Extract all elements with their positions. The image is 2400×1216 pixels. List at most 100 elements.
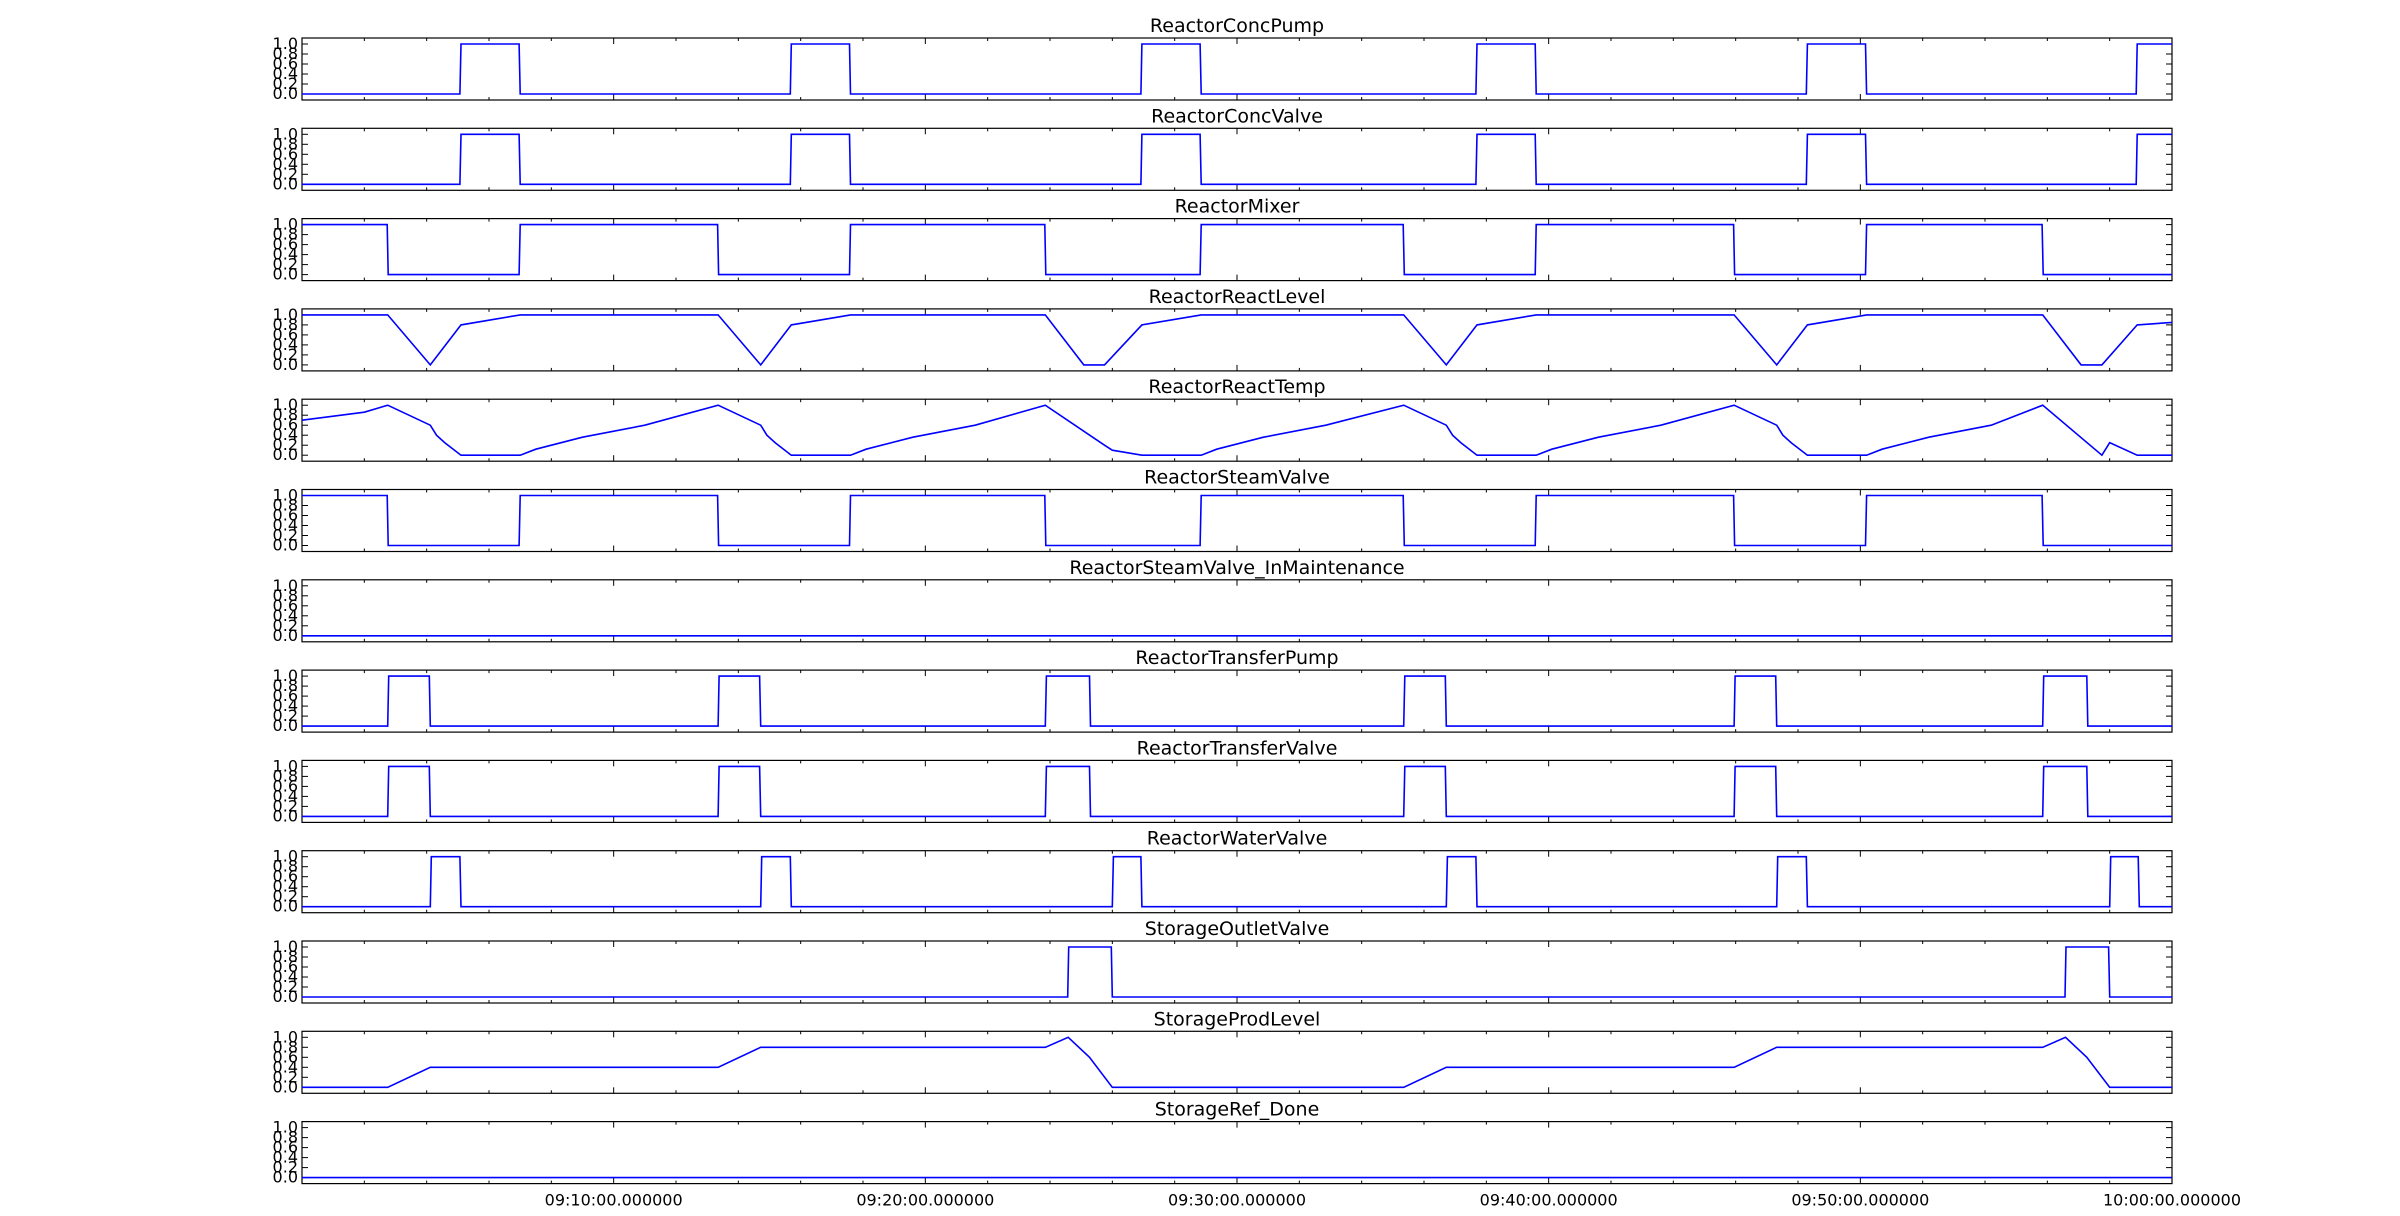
y-tick-label: 0.2 — [273, 977, 298, 996]
y-tick-label: 0.4 — [273, 606, 298, 625]
series-line — [302, 946, 2172, 998]
y-tick-label: 0.6 — [273, 957, 298, 976]
panel-frame — [301, 1120, 2173, 1185]
panel-frame — [301, 127, 2173, 191]
panel-frame — [301, 488, 2173, 553]
panel-title: ReactorReactLevel — [1149, 286, 1326, 308]
y-tick-label: 0.8 — [273, 766, 298, 785]
panel-title: ReactorReactTemp — [1148, 376, 1325, 398]
y-tick-label: 0.6 — [273, 54, 298, 73]
x-tick-label: 09:10:00.000000 — [545, 1191, 683, 1210]
y-tick-label: 0.8 — [273, 134, 298, 153]
y-tick-label: 0.4 — [273, 696, 298, 715]
y-tick-label: 0.2 — [273, 345, 298, 364]
y-tick-label: 0.2 — [273, 435, 298, 454]
panel-title: ReactorTransferPump — [1135, 647, 1338, 669]
y-tick-label: 0.2 — [273, 796, 298, 815]
y-tick-label: 0.4 — [273, 1148, 298, 1167]
y-tick-label: 0.6 — [273, 415, 298, 434]
panel-frame — [301, 579, 2173, 643]
y-tick-label: 0.6 — [273, 596, 298, 615]
panel-title: ReactorSteamValve — [1144, 467, 1330, 489]
y-tick-label: 0.0 — [273, 806, 298, 825]
series-line — [302, 494, 2172, 547]
y-tick-label: 0.8 — [273, 1128, 298, 1147]
x-tick-label: 09:50:00.000000 — [1791, 1191, 1929, 1210]
y-tick-label: 1.0 — [273, 576, 298, 595]
y-tick-label: 0.4 — [273, 425, 298, 444]
y-tick-label: 0.0 — [273, 987, 298, 1006]
y-tick-label: 0.8 — [273, 857, 298, 876]
y-tick-label: 0.4 — [273, 967, 298, 986]
y-tick-label: 0.2 — [273, 164, 298, 183]
panel-frame — [301, 940, 2173, 1004]
y-tick-label: 1.0 — [273, 486, 298, 505]
y-tick-label: 0.0 — [273, 445, 298, 464]
y-tick-label: 0.0 — [273, 84, 298, 103]
y-tick-label: 1.0 — [273, 756, 298, 775]
panel-frame — [301, 218, 2173, 282]
panel-title: ReactorTransferValve — [1137, 737, 1338, 759]
y-tick-label: 1.0 — [273, 847, 298, 866]
y-tick-label: 0.4 — [273, 516, 298, 535]
y-tick-label: 0.4 — [273, 786, 298, 805]
y-tick-label: 0.4 — [273, 64, 298, 83]
y-tick-label: 0.4 — [273, 1057, 298, 1076]
y-tick-label: 0.6 — [273, 1138, 298, 1157]
y-tick-label: 0.2 — [273, 616, 298, 635]
y-tick-label: 0.0 — [273, 536, 298, 555]
y-tick-label: 0.2 — [273, 706, 298, 725]
y-tick-label: 0.8 — [273, 1037, 298, 1056]
panel-frame — [301, 1030, 2173, 1094]
y-tick-label: 0.6 — [273, 506, 298, 525]
y-tick-label: 0.8 — [273, 405, 298, 424]
y-tick-label: 0.8 — [273, 496, 298, 515]
series-line — [302, 1036, 2172, 1089]
y-tick-label: 0.0 — [273, 174, 298, 193]
y-tick-label: 0.8 — [273, 225, 298, 244]
y-tick-label: 1.0 — [273, 215, 298, 234]
panel-title: ReactorWaterValve — [1147, 828, 1328, 850]
y-tick-label: 1.0 — [273, 34, 298, 53]
y-tick-label: 0.0 — [273, 265, 298, 284]
y-tick-label: 0.2 — [273, 1067, 298, 1086]
series-line — [302, 855, 2172, 908]
y-tick-label: 0.0 — [273, 1168, 298, 1187]
series-line — [301, 404, 2172, 457]
y-tick-label: 0.4 — [273, 154, 298, 173]
y-tick-label: 0.4 — [273, 245, 298, 264]
panel-frame — [301, 759, 2173, 824]
y-tick-label: 0.0 — [273, 716, 298, 735]
y-tick-label: 1.0 — [273, 395, 298, 414]
series-line — [302, 223, 2172, 276]
series-line — [302, 314, 2173, 367]
y-tick-label: 1.0 — [273, 937, 298, 956]
series-line — [302, 133, 2172, 186]
y-tick-label: 0.2 — [273, 526, 298, 545]
y-tick-label: 0.8 — [273, 947, 298, 966]
panel-frame — [301, 37, 2173, 101]
y-tick-label: 0.2 — [273, 74, 298, 93]
y-tick-label: 1.0 — [273, 124, 298, 143]
y-tick-label: 0.8 — [273, 44, 298, 63]
series-line — [302, 765, 2172, 818]
y-tick-label: 0.0 — [273, 626, 298, 645]
y-tick-label: 0.6 — [273, 686, 298, 705]
y-tick-label: 0.0 — [273, 355, 298, 374]
y-tick-label: 0.8 — [273, 676, 298, 695]
y-tick-label: 1.0 — [273, 305, 298, 324]
x-tick-label: 09:30:00.000000 — [1168, 1191, 1306, 1210]
y-tick-label: 1.0 — [273, 1118, 298, 1137]
y-tick-label: 1.0 — [273, 1027, 298, 1046]
y-tick-label: 0.8 — [273, 586, 298, 605]
y-tick-label: 0.0 — [273, 897, 298, 916]
panel-title: StorageOutletValve — [1145, 918, 1330, 940]
y-tick-label: 0.6 — [273, 1047, 298, 1066]
y-tick-label: 0.6 — [273, 235, 298, 254]
panel-frame — [301, 398, 2173, 462]
panel-title: ReactorConcValve — [1151, 105, 1323, 127]
y-tick-label: 0.2 — [273, 255, 298, 274]
panel-title: StorageProdLevel — [1154, 1008, 1321, 1030]
y-tick-label: 0.0 — [273, 1077, 298, 1096]
